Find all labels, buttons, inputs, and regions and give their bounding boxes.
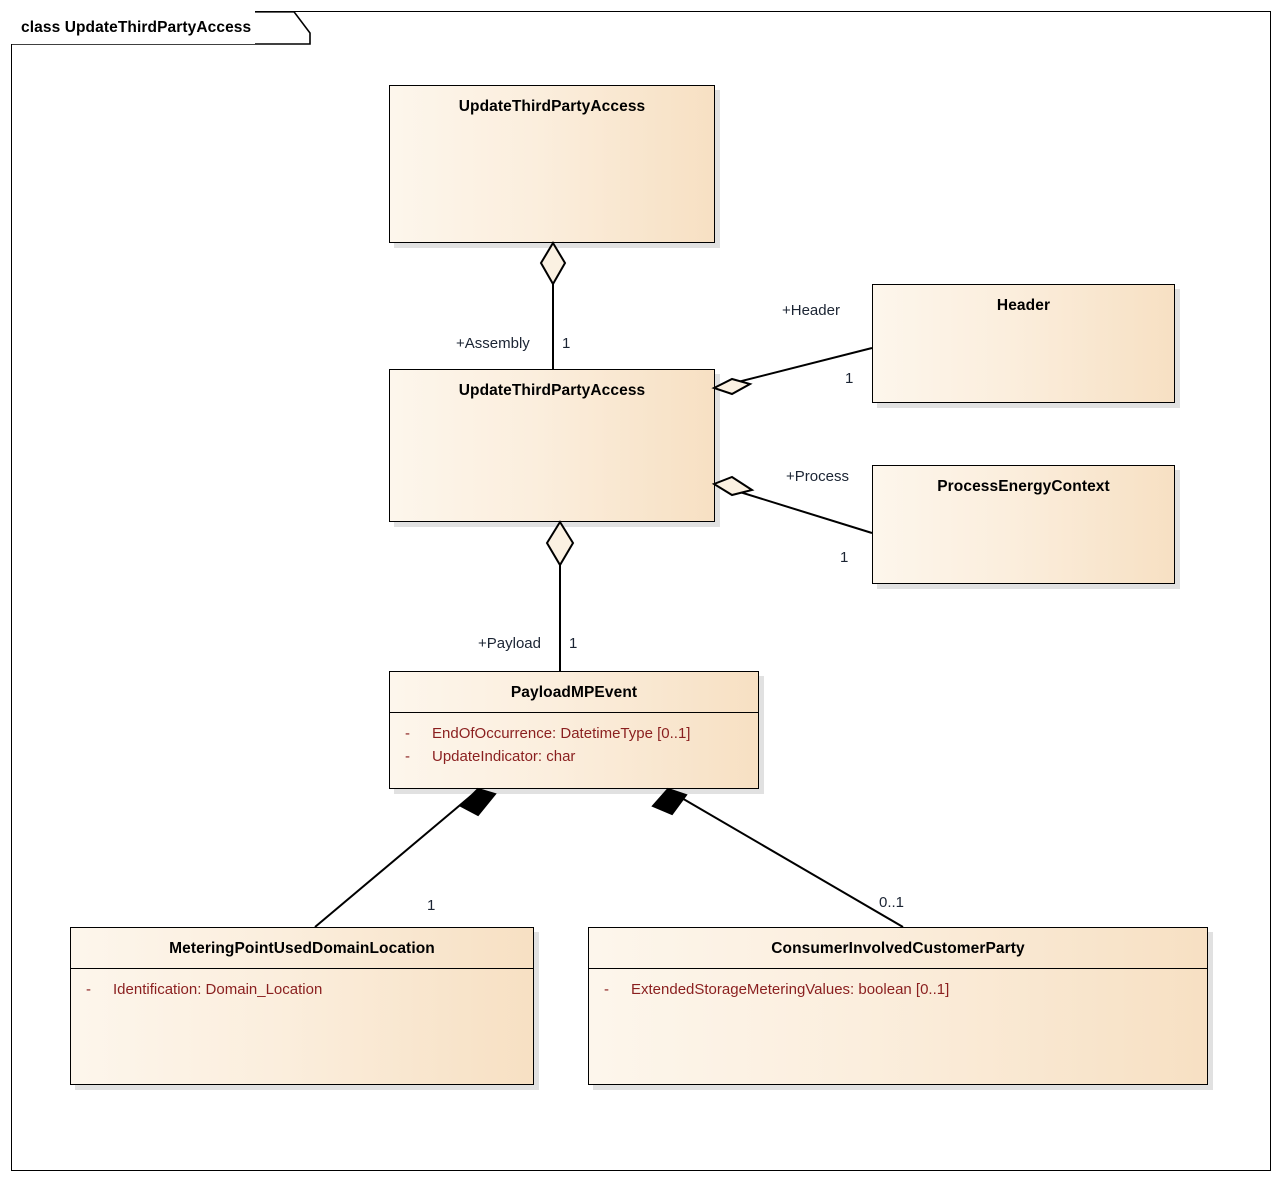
connector-multiplicity-label-header: 1 — [845, 370, 854, 387]
attribute-visibility: - — [604, 981, 609, 998]
attribute-row: - ExtendedStorageMeteringValues: boolean… — [595, 978, 1201, 1001]
connector-multiplicity-label-consumer: 0..1 — [879, 894, 905, 911]
class-name-consumer-involved-customer-party: ConsumerInvolvedCustomerParty — [589, 928, 1207, 969]
class-box-update-third-party-access-message[interactable]: UpdateThirdPartyAccess — [389, 369, 715, 522]
diagram-frame — [11, 11, 1271, 1171]
class-box-update-third-party-access-root[interactable]: UpdateThirdPartyAccess — [389, 85, 715, 243]
attribute-row: - EndOfOccurrence: DatetimeType [0..1] — [396, 722, 752, 745]
class-box-header[interactable]: Header — [872, 284, 1175, 403]
connector-multiplicity-label-metering-point: 1 — [427, 897, 436, 914]
connector-multiplicity-label-payload: 1 — [569, 635, 578, 652]
attribute-row: - Identification: Domain_Location — [77, 978, 527, 1001]
attribute-text: UpdateIndicator: char — [432, 748, 576, 766]
class-name-header: Header — [873, 285, 1174, 325]
attribute-visibility: - — [405, 748, 410, 766]
class-box-process-energy-context[interactable]: ProcessEnergyContext — [872, 465, 1175, 584]
connector-role-label-assembly: +Assembly — [456, 335, 530, 352]
attribute-visibility: - — [405, 725, 410, 742]
class-name-metering-point-used-domain-location: MeteringPointUsedDomainLocation — [71, 928, 533, 969]
connector-multiplicity-label-assembly: 1 — [562, 335, 571, 352]
class-name-process-energy-context: ProcessEnergyContext — [873, 466, 1174, 506]
class-name-payload-mp-event: PayloadMPEvent — [390, 672, 758, 713]
connector-role-label-header: +Header — [782, 302, 840, 319]
connector-role-label-process: +Process — [786, 468, 849, 485]
attribute-text: EndOfOccurrence: DatetimeType [0..1] — [432, 725, 691, 742]
class-name-update-third-party-access-message: UpdateThirdPartyAccess — [390, 370, 714, 410]
attributes-payload-mp-event: - EndOfOccurrence: DatetimeType [0..1] -… — [390, 713, 758, 788]
class-box-payload-mp-event[interactable]: PayloadMPEvent - EndOfOccurrence: Dateti… — [389, 671, 759, 789]
frame-title-tab: class UpdateThirdPartyAccess — [11, 11, 256, 44]
class-name-update-third-party-access-root: UpdateThirdPartyAccess — [390, 86, 714, 126]
attributes-metering-point-used-domain-location: - Identification: Domain_Location — [71, 969, 533, 1084]
attribute-text: Identification: Domain_Location — [113, 981, 323, 998]
connector-multiplicity-label-process: 1 — [840, 549, 849, 566]
class-box-metering-point-used-domain-location[interactable]: MeteringPointUsedDomainLocation - Identi… — [70, 927, 534, 1085]
class-box-consumer-involved-customer-party[interactable]: ConsumerInvolvedCustomerParty - Extended… — [588, 927, 1208, 1085]
attribute-row: - UpdateIndicator: char — [396, 745, 752, 768]
attribute-visibility: - — [86, 981, 91, 998]
attributes-consumer-involved-customer-party: - ExtendedStorageMeteringValues: boolean… — [589, 969, 1207, 1084]
frame-title-label: class UpdateThirdPartyAccess — [21, 18, 252, 36]
attribute-text: ExtendedStorageMeteringValues: boolean [… — [631, 981, 950, 998]
connector-role-label-payload: +Payload — [478, 635, 541, 652]
